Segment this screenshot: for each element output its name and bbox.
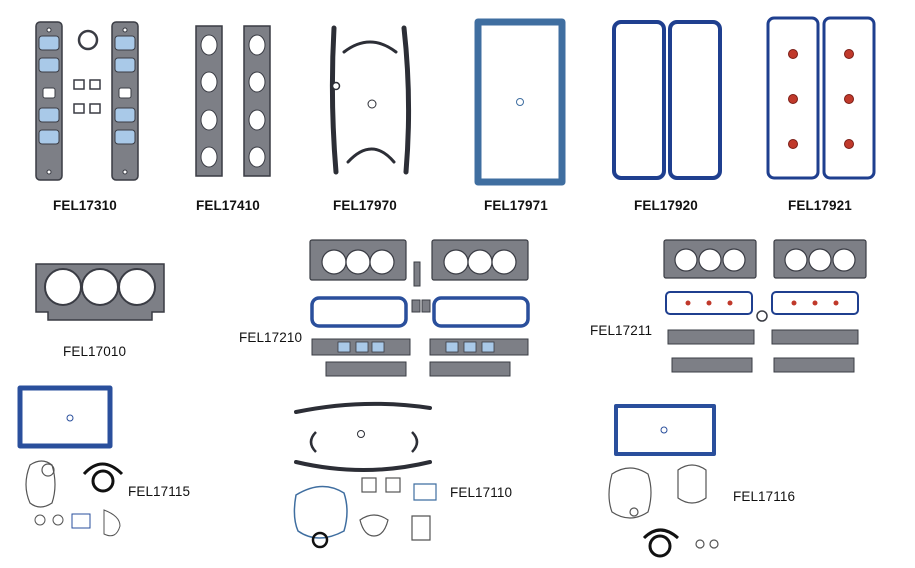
part-code: FEL17310 [53,198,117,213]
part-code: FEL17410 [196,198,260,213]
part-code: FEL17010 [63,344,127,359]
part-code: FEL17921 [788,198,852,213]
part-code: FEL17110 [450,485,513,500]
part-code: FEL17920 [634,198,698,213]
part-code: FEL17211 [590,323,653,338]
part-code: FEL17970 [333,198,397,213]
part-code: FEL17971 [484,198,548,213]
part-code: FEL17115 [128,484,191,499]
part-code: FEL17116 [733,489,796,504]
part-code: FEL17210 [239,330,303,345]
